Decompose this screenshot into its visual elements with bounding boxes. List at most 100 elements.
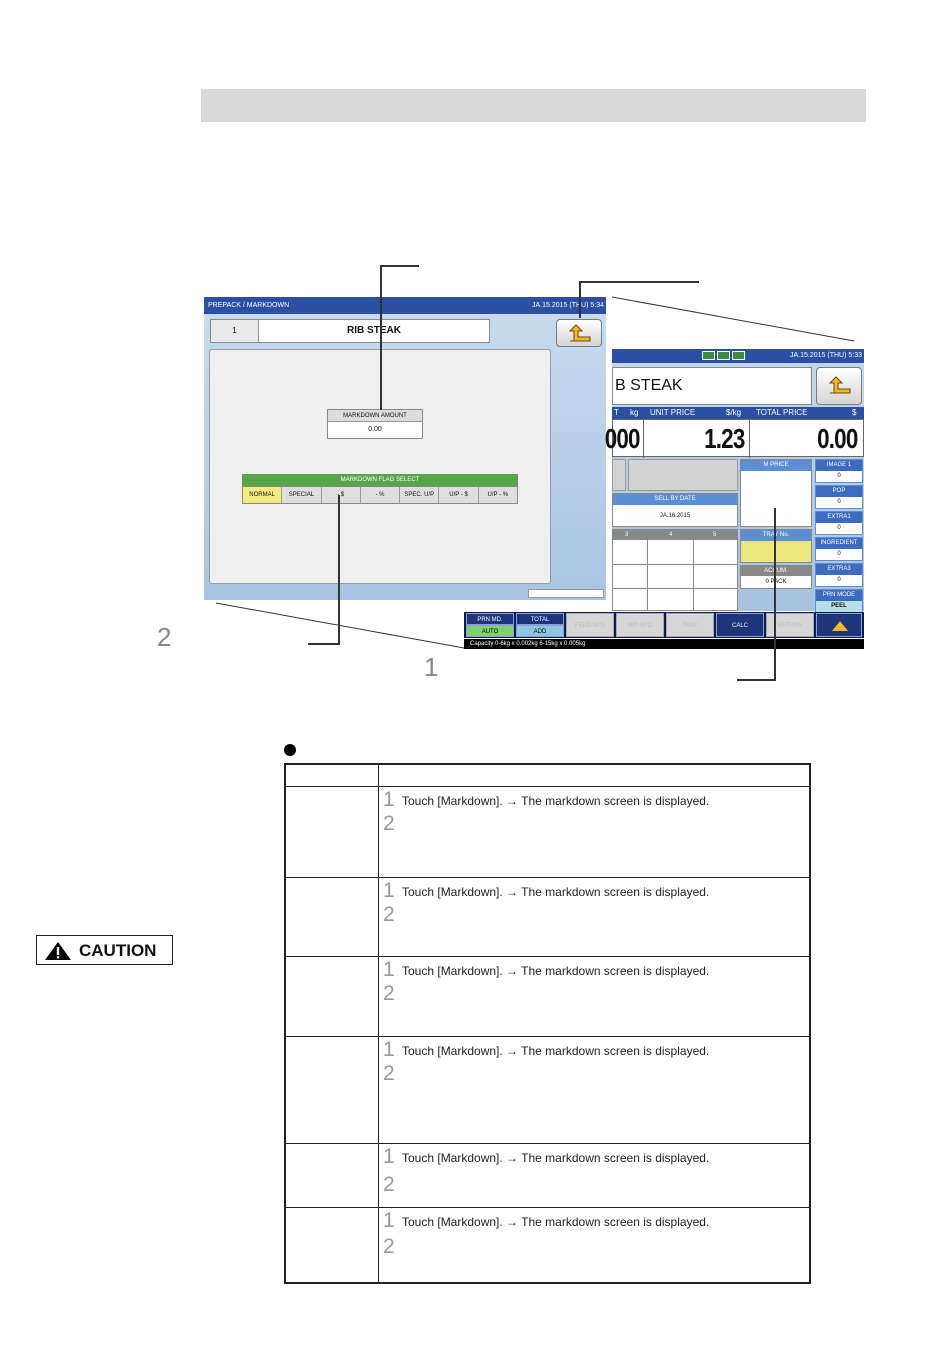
side-pop[interactable]: POP 0 [815, 485, 863, 509]
gear-icon [732, 351, 745, 360]
table-row-divider [286, 1036, 809, 1037]
callout-lines [215, 265, 855, 681]
flag-minus-dollar-button[interactable]: - $ [321, 487, 361, 503]
price-values: 000 1.23 0.00 [605, 419, 864, 458]
step-1-text: Touch [Markdown]. → The markdown screen … [402, 1215, 710, 1229]
markdown-flag-select-label: MARKDOWN FLAG SELECT [242, 474, 518, 486]
step-1-number: 1 [383, 1145, 395, 1168]
step-2-number: 2 [383, 982, 395, 1005]
section-header-bar [201, 89, 866, 122]
total-value: ADD [516, 625, 564, 637]
markdown-return-button[interactable] [816, 367, 862, 405]
grid-header: 3 4 5 [613, 530, 737, 540]
wp-spd-button[interactable]: WP SPD [616, 613, 664, 637]
tare-header: T [614, 408, 619, 417]
return-button[interactable] [556, 319, 602, 347]
side-label: IMAGE 1 [816, 460, 862, 471]
up-button[interactable] [816, 613, 862, 637]
screen-title-bar: PREPACK / MARKDOWN JA.15.2015 (THU) 5:34 [204, 297, 606, 314]
screen-date: JA.15.2015 (THU) 5:34 [532, 302, 604, 309]
tray-button[interactable]: TRAY [666, 613, 714, 637]
side-ingredient[interactable]: INGREDIENT 0 [815, 537, 863, 561]
up-triangle-icon [832, 621, 848, 631]
side-label: PRN MODE [816, 590, 862, 601]
step-1-text: Touch [Markdown]. → The markdown screen … [402, 964, 710, 978]
monitor-icon [702, 351, 715, 360]
grid-col-4: 4 [669, 532, 673, 538]
side-value: 0 [837, 499, 841, 505]
grid-line [693, 530, 694, 610]
total-price-header: TOTAL PRICE [756, 408, 808, 417]
callout-flag [308, 495, 340, 645]
caution-label: CAUTION [79, 941, 157, 960]
table-row-divider [286, 786, 809, 787]
grid-line [613, 564, 737, 565]
step-1-text: Touch [Markdown]. → The markdown screen … [402, 885, 710, 899]
flag-special-button[interactable]: SPECIAL [282, 487, 322, 503]
flag-up-dollar-button[interactable]: U/P - $ [439, 487, 479, 503]
flag-up-percent-button[interactable]: U/P - % [478, 487, 517, 503]
feed-spd-button[interactable]: FEED SPD [566, 613, 614, 637]
registration-item-name: B STEAK [615, 377, 683, 394]
zoom-line-bottom [215, 602, 465, 649]
prn-md-button[interactable]: PRN MD. AUTO [466, 613, 514, 637]
flag-spec-up-button[interactable]: SPEC. U/P [400, 487, 440, 503]
markdown-amount-label: MARKDOWN AMOUNT [328, 410, 422, 422]
gray-block [628, 459, 738, 491]
markdown-flag-buttons: NORMAL SPECIAL - $ - % SPEC. U/P U/P - $… [242, 486, 518, 504]
flag-normal-button[interactable]: NORMAL [243, 487, 283, 503]
side-label: EXTRA1 [816, 512, 862, 523]
item-name: RIB STEAK [347, 325, 401, 336]
callout-m-price [737, 508, 776, 681]
return-arrow-icon [828, 376, 851, 394]
procedure-table: 1 Touch [Markdown]. → The markdown scree… [284, 763, 811, 1284]
markdown-amount-field[interactable]: MARKDOWN AMOUNT 0.00 [327, 409, 423, 439]
registration-item-box: B STEAK [612, 367, 812, 405]
bullet-icon [284, 744, 296, 756]
step-2-number: 2 [383, 812, 395, 835]
side-image1[interactable]: IMAGE 1 0 [815, 459, 863, 483]
total-price-unit: $ [852, 408, 857, 417]
zoom-line-top [611, 296, 855, 342]
tare-unit: kg [630, 408, 639, 417]
side-label: INGREDIENT [816, 538, 862, 549]
grid-col-3: 3 [625, 532, 629, 538]
unit-price-unit: $/kg [726, 408, 742, 417]
table-row-divider [286, 1207, 809, 1208]
step-2-number: 2 [383, 1062, 395, 1085]
side-prn-mode[interactable]: PRN MODE PEEL [815, 589, 863, 613]
grid-line [647, 530, 648, 610]
data-grid: 3 4 5 [612, 529, 738, 611]
side-extra1[interactable]: EXTRA1 0 [815, 511, 863, 535]
step-2-number: 2 [383, 903, 395, 926]
sell-by-date-label: SELL BY DATE [613, 494, 737, 505]
divider [749, 420, 750, 458]
side-value: 0 [837, 473, 841, 479]
side-extra3[interactable]: EXTRA3 0 [815, 563, 863, 587]
table-row-divider [286, 1143, 809, 1144]
step-1-text: Touch [Markdown]. → The markdown screen … [402, 1151, 710, 1165]
side-value: 0 [837, 577, 841, 583]
capacity-text: Capacity 0-6kg x 0.002kg 6-15kg x 0.005k… [464, 639, 864, 649]
step-1-number: 1 [383, 958, 395, 981]
divider [643, 420, 644, 458]
side-label: POP [816, 486, 862, 497]
side-label: EXTRA3 [816, 564, 862, 575]
sell-by-date-field[interactable]: SELL BY DATE JA.16.2015 [612, 493, 738, 527]
status-icons [702, 351, 752, 361]
price-headers: T kg UNIT PRICE $/kg TOTAL PRICE $ [612, 407, 864, 419]
table-divider [378, 765, 379, 1282]
gray-block [612, 459, 626, 491]
tare-value: 000 [605, 423, 641, 454]
unit-price-value: 1.23 [703, 423, 745, 454]
grid-line [613, 588, 737, 589]
function-bar: PRN MD. AUTO TOTAL ADD FEED SPD WP SPD T… [464, 612, 864, 638]
flag-minus-percent-button[interactable]: - % [360, 487, 401, 503]
registration-date: JA.15.2015 (THU) 5:33 [790, 352, 862, 359]
item-number: 1 [211, 320, 259, 342]
side-value: 0 [837, 551, 841, 557]
calc-button[interactable]: CALC [716, 613, 764, 637]
unit-price-header: UNIT PRICE [650, 408, 696, 417]
table-row-divider [286, 956, 809, 957]
total-button[interactable]: TOTAL ADD [516, 613, 564, 637]
